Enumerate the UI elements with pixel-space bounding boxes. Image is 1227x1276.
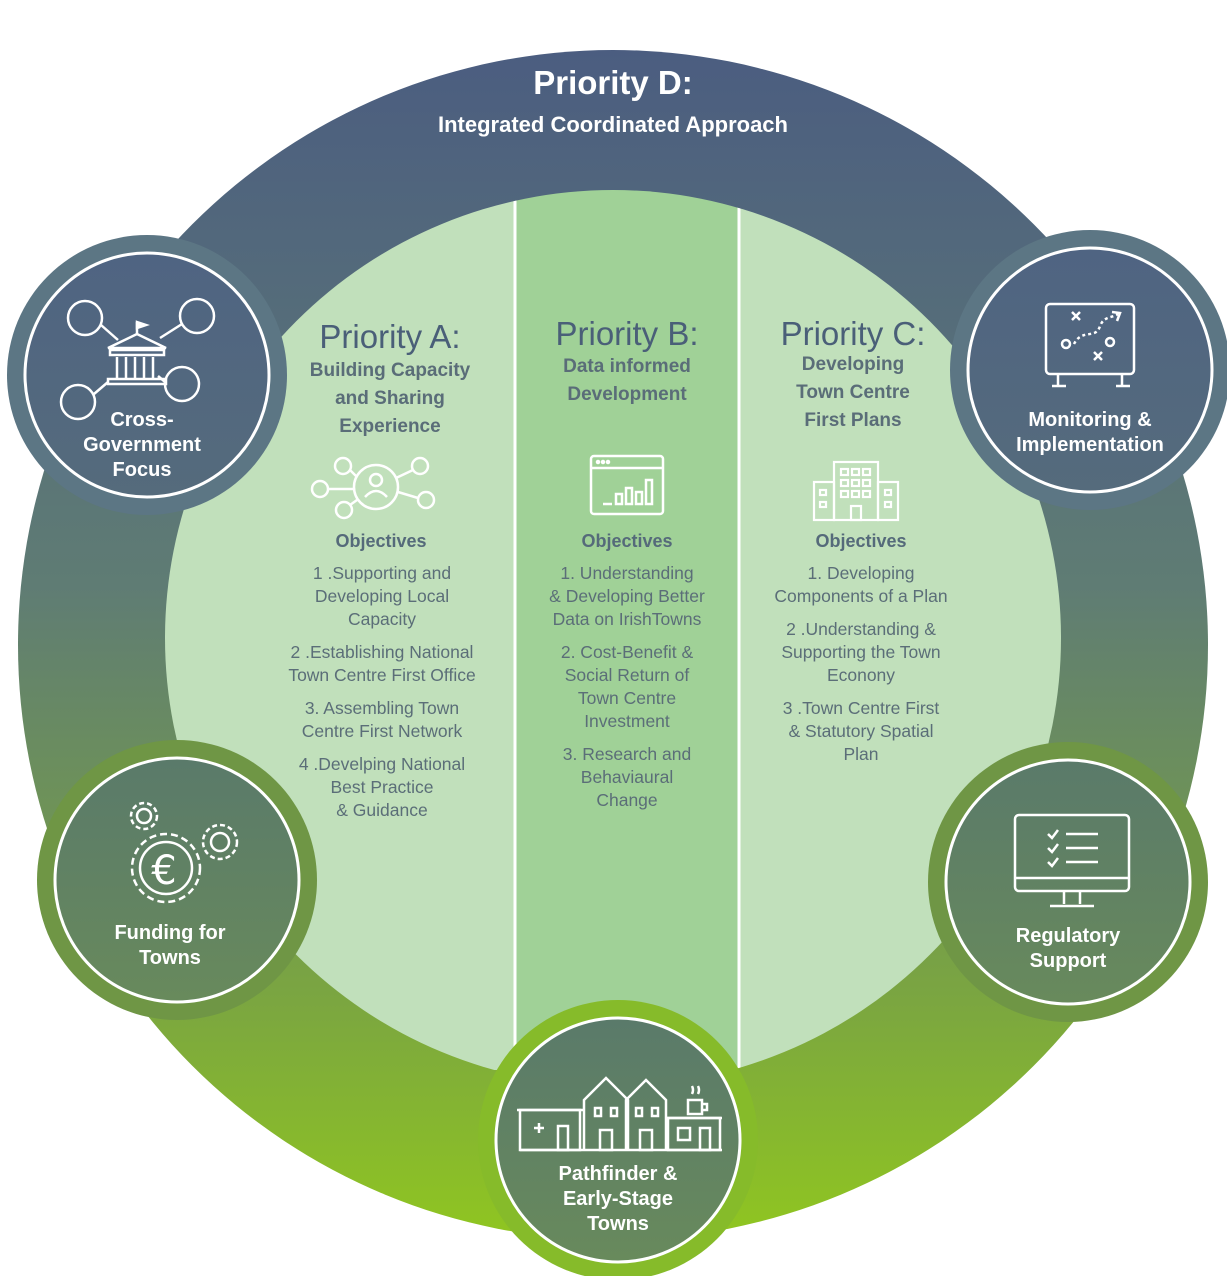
priority-a-subtitle: Building Capacity and Sharing Experience — [309, 360, 471, 437]
satellite-monitoring — [950, 230, 1227, 510]
satellite-cross-government — [7, 235, 287, 515]
strategy-board-icon — [1044, 302, 1136, 388]
euro-gears-icon — [129, 801, 239, 904]
checklist-monitor-icon — [1013, 813, 1131, 908]
euro-glyph: € — [151, 848, 176, 894]
priority-c-objectives-heading: Objectives — [815, 531, 907, 551]
government-network-icon — [59, 297, 216, 421]
priority-b-panel — [515, 190, 739, 1070]
priority-c-title: Priority C: — [780, 315, 926, 352]
priority-a-objectives-heading: Objectives — [335, 531, 427, 551]
priority-c-subtitle: Developing Town Centre First Plans — [796, 354, 910, 431]
priority-d-title: Priority D: — [533, 64, 693, 101]
satellite-funding — [37, 740, 317, 1020]
satellite-regulatory — [928, 742, 1208, 1022]
network-person-icon — [310, 456, 436, 520]
satellite-pathfinder — [478, 1000, 758, 1276]
monitoring-label: Monitoring &Implementation — [1016, 409, 1164, 456]
office-building-icon — [812, 460, 900, 522]
priority-b-objectives-heading: Objectives — [581, 531, 673, 551]
bar-chart-window-icon — [589, 454, 665, 516]
priority-b-subtitle: Data informed Development — [563, 356, 691, 405]
priority-d-subtitle: Integrated Coordinated Approach — [438, 112, 788, 137]
priority-b-title: Priority B: — [555, 315, 699, 352]
priority-a-title: Priority A: — [319, 318, 461, 355]
town-buildings-icon — [517, 1076, 722, 1152]
